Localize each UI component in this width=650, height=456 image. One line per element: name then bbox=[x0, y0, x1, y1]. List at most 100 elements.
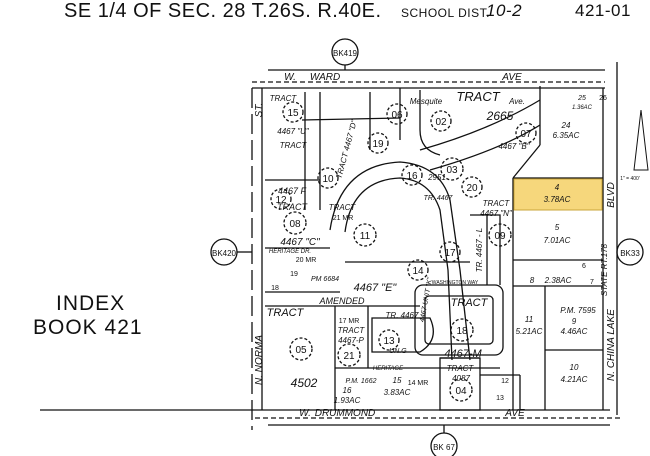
parcel-number[interactable]: 06 bbox=[391, 110, 403, 121]
street-label: HERITAGE DR. bbox=[269, 249, 311, 255]
north-arrow-icon bbox=[633, 109, 649, 171]
street-label: HERITAGE bbox=[373, 366, 404, 372]
parcel-number[interactable]: 21 MR bbox=[333, 215, 354, 222]
tract-label: TR. 4467 bbox=[386, 311, 419, 320]
parcel-number[interactable]: 15 bbox=[287, 108, 299, 119]
index-book: BOOK 421 bbox=[33, 316, 143, 339]
tract-label: PM 6684 bbox=[311, 276, 339, 283]
street-label: WASHINGTON WAY bbox=[432, 280, 479, 286]
acre-parcel-area: 5.21AC bbox=[516, 327, 543, 336]
parcel-number[interactable]: 20 MR bbox=[296, 257, 317, 264]
tract-label: TRACT bbox=[280, 141, 308, 150]
acre-parcel-number[interactable]: 25 bbox=[577, 95, 586, 102]
parcel-number[interactable]: 09 bbox=[494, 231, 506, 242]
acre-parcel-number[interactable]: 4 bbox=[555, 183, 560, 192]
street-label: N. CHINA LAKE bbox=[606, 309, 617, 381]
book-ref-top-label: BK419 bbox=[333, 49, 358, 58]
parcel-number[interactable]: 19 bbox=[290, 271, 298, 278]
acre-parcel-area: 6.35AC bbox=[553, 131, 580, 140]
tract-label: TRACT bbox=[267, 307, 305, 319]
book-ref-left-label: BK420 bbox=[212, 249, 237, 258]
parcel-number[interactable]: 08 bbox=[289, 219, 301, 230]
school-district-label: SCHOOL DIST. bbox=[401, 6, 490, 20]
street-label: Mesquite bbox=[410, 97, 443, 106]
street-label: STATE RT.178 bbox=[600, 243, 609, 296]
tract-label: 4087 bbox=[452, 374, 470, 383]
tract-label: TRACT bbox=[277, 202, 308, 212]
tract-label: TRACT bbox=[451, 297, 489, 309]
parcel-number[interactable]: 03 bbox=[446, 165, 458, 176]
highlighted-parcel-4[interactable] bbox=[513, 178, 603, 211]
tract-label: TRACT bbox=[329, 203, 357, 212]
parcel-number[interactable]: 17 MR bbox=[339, 318, 360, 325]
scale-label: 1" = 400' bbox=[620, 176, 640, 182]
book-ref-right[interactable] bbox=[616, 238, 644, 266]
parcel-number[interactable]: 12 bbox=[275, 195, 287, 206]
tract-label: 4467 "B" bbox=[498, 142, 530, 151]
acre-parcel-number[interactable]: 24 bbox=[561, 121, 571, 130]
parcel-number[interactable]: 12 bbox=[501, 378, 509, 385]
tract-label: UN.G bbox=[389, 348, 407, 355]
acre-parcel-number[interactable]: 11 bbox=[525, 315, 533, 324]
parcel-number[interactable]: 04 bbox=[455, 386, 467, 397]
acre-parcel-number[interactable]: 15 bbox=[393, 376, 402, 385]
acre-parcel-area: 7.01AC bbox=[544, 236, 571, 245]
parcel-number[interactable]: 07 bbox=[520, 129, 532, 140]
map-number: 421-01 bbox=[575, 1, 631, 20]
tract-label: 4467-M bbox=[444, 348, 482, 360]
parcel-number[interactable]: 14 MR bbox=[408, 380, 429, 387]
parcel-number[interactable]: 7 bbox=[590, 279, 594, 286]
parcel-number[interactable]: 11 bbox=[360, 231, 371, 242]
street-label: W. bbox=[299, 408, 311, 419]
tract-label: 4467 "E" bbox=[354, 282, 398, 294]
tract-label: 4467 "C" bbox=[280, 237, 320, 248]
school-district-value: 10-2 bbox=[486, 1, 523, 20]
parcel-number[interactable]: 17 bbox=[444, 248, 456, 259]
street-label: DRUMMOND bbox=[315, 408, 376, 419]
parcel-number[interactable]: 26 bbox=[599, 95, 607, 102]
acre-parcel-number[interactable]: 16 bbox=[343, 386, 352, 395]
tract-label: TRACT 4467 "D" bbox=[334, 118, 359, 180]
tract-label: 2951 bbox=[427, 173, 446, 182]
book-ref-right-label: BK33 bbox=[620, 249, 640, 258]
tract-label: 4502 bbox=[291, 376, 318, 390]
parcel-number[interactable]: 13 bbox=[383, 336, 395, 347]
tract-label: 4467 F bbox=[278, 186, 307, 196]
street-label: W. bbox=[284, 72, 296, 83]
parcel-number[interactable]: 18 bbox=[456, 326, 468, 337]
parcel-number[interactable]: 18 bbox=[271, 285, 279, 292]
book-ref-bottom-label: BK 67 bbox=[433, 443, 455, 452]
tract-label: TRACT bbox=[447, 364, 475, 373]
tract-label: TR. 4467 bbox=[424, 195, 454, 202]
acre-parcel-area: 2.38AC bbox=[544, 276, 572, 285]
street-label: AVE bbox=[504, 408, 525, 419]
street-label: ST. bbox=[254, 103, 265, 118]
parcel-number[interactable]: 6 bbox=[582, 263, 586, 270]
acre-parcel-area: 4.21AC bbox=[561, 375, 588, 384]
tract-label: 4467-P bbox=[338, 336, 364, 345]
acre-parcel-area: 3.78AC bbox=[544, 195, 571, 204]
parcel-number[interactable]: 19 bbox=[372, 139, 384, 150]
tract-label: TRACT bbox=[270, 94, 298, 103]
map-title: SE 1/4 OF SEC. 28 T.26S. R.40E. bbox=[64, 0, 382, 22]
parcel-number[interactable]: 20 bbox=[466, 183, 478, 194]
tract-label: TRACT bbox=[338, 326, 366, 335]
parcel-number[interactable]: 10 bbox=[322, 174, 334, 185]
parcel-number[interactable]: 16 bbox=[406, 171, 418, 182]
acre-parcel-area: 1.93AC bbox=[334, 396, 361, 405]
acre-parcel-number[interactable]: 10 bbox=[570, 363, 579, 372]
tract-label: AMENDED bbox=[318, 296, 365, 306]
parcel-number[interactable]: 05 bbox=[295, 345, 307, 356]
acre-parcel-number[interactable]: 9 bbox=[572, 317, 577, 326]
tract-label: P.M. 7595 bbox=[560, 306, 596, 315]
parcel-number[interactable]: 14 bbox=[412, 266, 424, 277]
acre-parcel-number[interactable]: 8 bbox=[530, 276, 535, 285]
acre-parcel-area: 3.83AC bbox=[384, 388, 411, 397]
acre-parcel-number[interactable]: 5 bbox=[555, 223, 560, 232]
parcel-number[interactable]: 13 bbox=[496, 395, 504, 402]
parcel-number[interactable]: 21 bbox=[343, 351, 355, 362]
tract-label: 4467 UNIT "K" bbox=[419, 276, 434, 322]
street-label: N. NORMA bbox=[254, 335, 265, 385]
parcel-number[interactable]: 02 bbox=[435, 117, 447, 128]
